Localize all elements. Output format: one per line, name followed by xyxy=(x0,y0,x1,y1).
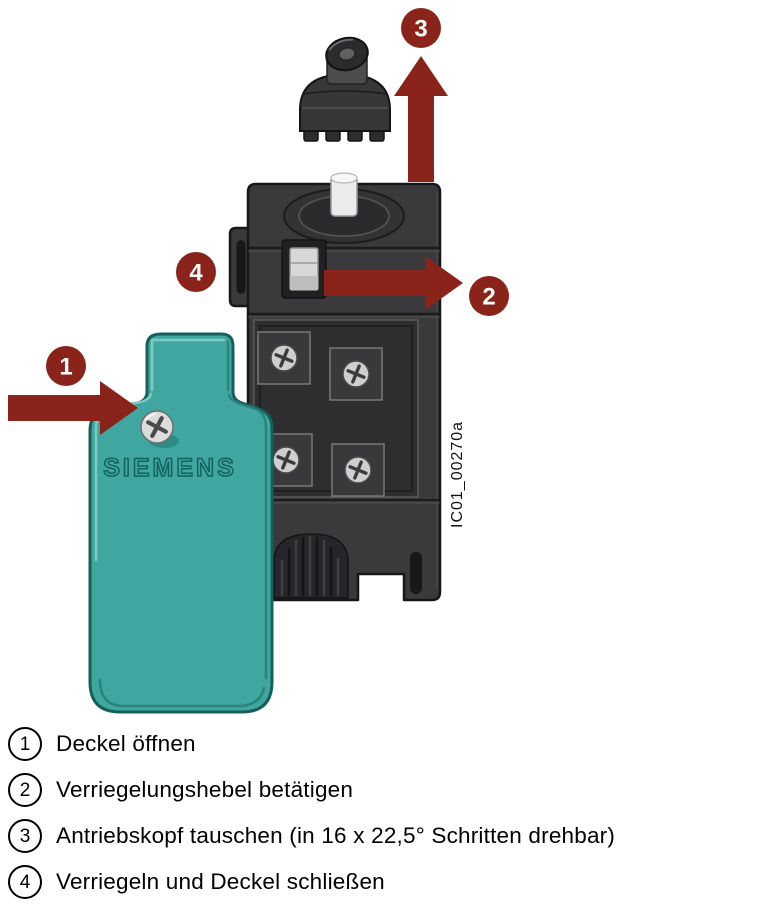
roller-wheel xyxy=(325,36,369,72)
legend-text: Antriebskopf tauschen (in 16 x 22,5° Sch… xyxy=(56,823,616,848)
callout-4-number: 4 xyxy=(189,260,203,287)
callout-3-number: 3 xyxy=(414,16,427,43)
legend: 1 Deckel öffnen 2 Verriegelungshebel bet… xyxy=(0,720,778,899)
terminal-screw xyxy=(269,343,299,373)
brand-label: SIEMENS xyxy=(103,454,237,482)
legend-item-4: 4 Verriegeln und Deckel schließen xyxy=(8,865,778,899)
callout-4: 4 xyxy=(176,252,216,292)
terminal-screw xyxy=(343,455,373,485)
callout-1-number: 1 xyxy=(59,354,72,381)
actuator-head xyxy=(299,36,391,142)
legend-item-3: 3 Antriebskopf tauschen (in 16 x 22,5° S… xyxy=(8,819,778,853)
mounting-slot-left xyxy=(236,240,246,294)
terminal-screw xyxy=(271,445,301,475)
terminal-compartment xyxy=(253,319,419,498)
legend-text: Verriegeln und Deckel schließen xyxy=(56,869,385,894)
arrow-1-right xyxy=(8,381,138,435)
cover-screw xyxy=(140,410,179,448)
mounting-slot-right xyxy=(410,552,422,594)
plunger xyxy=(330,172,358,217)
callout-1: 1 xyxy=(46,346,86,386)
callout-2-number: 2 xyxy=(482,284,495,311)
cover-silhouette xyxy=(88,332,274,714)
legend-number-badge: 3 xyxy=(8,819,42,853)
callout-3: 3 xyxy=(401,8,441,48)
locking-lever xyxy=(281,239,327,299)
arrow-3-up xyxy=(394,56,448,182)
legend-number-badge: 4 xyxy=(8,865,42,899)
legend-text: Deckel öffnen xyxy=(56,731,196,756)
terminal-screw xyxy=(341,359,371,389)
callout-2: 2 xyxy=(469,276,509,316)
legend-text: Verriegelungshebel betätigen xyxy=(56,777,354,802)
cable-entry-bellows xyxy=(273,533,349,599)
legend-number-badge: 2 xyxy=(8,773,42,807)
legend-item-1: 1 Deckel öffnen xyxy=(8,727,778,761)
legend-number-badge: 1 xyxy=(8,727,42,761)
assembly-diagram: SIEMENS 1 2 3 4 IC01_00270a xyxy=(8,8,509,714)
arrow-2-right xyxy=(324,256,463,310)
legend-item-2: 2 Verriegelungshebel betätigen xyxy=(8,773,778,807)
figure-id-label: IC01_00270a xyxy=(449,421,466,528)
cover: SIEMENS xyxy=(88,332,274,714)
